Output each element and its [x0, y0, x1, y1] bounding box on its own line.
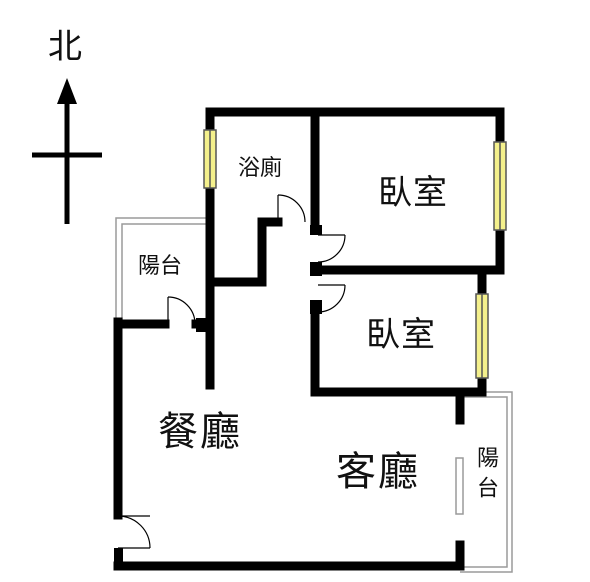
doors: [117, 194, 346, 549]
window-bedroom-2: [475, 293, 489, 379]
room-label-dining: 餐廳: [158, 409, 242, 455]
room-label-bath: 浴廁: [238, 156, 283, 181]
door-bedroom-2: [317, 284, 346, 313]
window-bath: [203, 129, 217, 189]
room-label-bedroom-2: 臥室: [366, 315, 436, 355]
north-arrow-icon: [57, 78, 77, 104]
room-label-bedroom-1: 臥室: [378, 173, 448, 213]
window-bedroom-1: [493, 141, 507, 231]
room-label-living: 客廳: [336, 449, 420, 495]
balcony-left-railing: [115, 217, 210, 324]
door-bath: [277, 194, 306, 223]
north-label: 北: [48, 27, 82, 67]
door-entrance: [117, 515, 151, 549]
wall-stubs: [114, 225, 322, 568]
compass: [32, 78, 102, 224]
door-balcony-left: [167, 296, 196, 325]
room-label-balcony-right: 陽台: [473, 446, 498, 506]
room-label-balcony-left: 陽台: [138, 254, 183, 279]
door-bedroom-1: [317, 234, 346, 263]
windows: [203, 129, 507, 379]
